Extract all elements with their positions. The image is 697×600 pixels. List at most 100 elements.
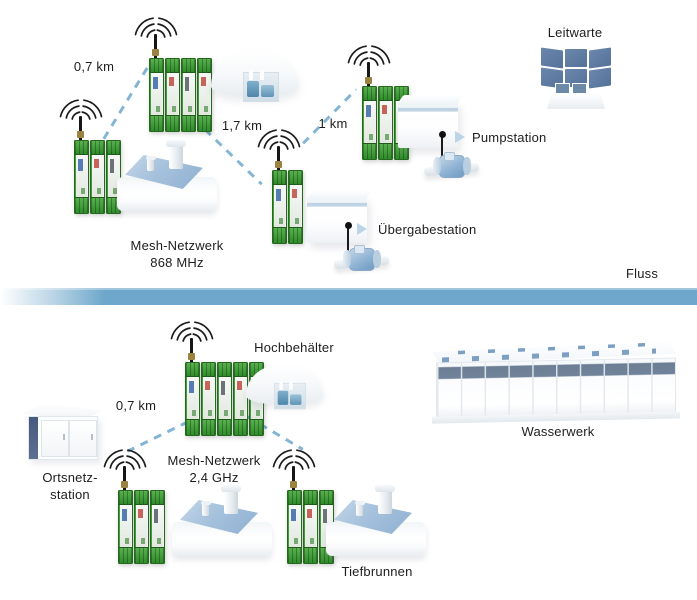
pump-valve-pumpstation — [423, 152, 480, 182]
river-band — [0, 288, 697, 305]
elevated-tank-dome — [246, 360, 324, 415]
dome-equipment — [243, 70, 279, 102]
io-module — [287, 490, 302, 564]
cabinet-door — [41, 420, 69, 457]
module-row — [74, 140, 121, 214]
screen-panel — [541, 47, 563, 69]
waterworks-facade — [436, 357, 676, 419]
control-room-label: Leitwarte — [547, 25, 603, 40]
antenna-icon — [188, 338, 195, 364]
io-module — [165, 58, 180, 132]
antenna-icon — [121, 466, 128, 492]
mesh-868-frequency: 868 MHz — [150, 255, 204, 270]
mesh-868-label: Mesh-Netzwerk 868 MHz — [117, 237, 237, 271]
river-label: Fluss — [625, 266, 659, 281]
well-vent-stub — [145, 156, 156, 171]
radio-node-a — [129, 2, 212, 132]
mesh-24-label: Mesh-Netzwerk 2,4 GHz — [154, 452, 274, 486]
io-module — [149, 58, 164, 132]
io-module — [217, 362, 232, 436]
antenna-icon — [77, 116, 84, 142]
pump-station-label: Pumpstation — [472, 130, 547, 145]
radio-waves-icon — [170, 321, 214, 342]
distance-label-lower: 0,7 km — [115, 398, 157, 413]
well-structure-left — [172, 485, 272, 556]
screen-panel — [589, 47, 611, 69]
control-room-graphic — [541, 47, 619, 131]
distance-label-3-upper: 1 km — [318, 116, 348, 131]
cabinet-door — [69, 420, 97, 457]
antenna-icon — [290, 466, 297, 492]
module-row — [118, 490, 165, 564]
radio-node-b — [54, 84, 121, 214]
well-pipe — [166, 140, 186, 169]
pump-body — [433, 152, 465, 178]
distance-label-1-upper: 0,7 km — [73, 59, 115, 74]
pump-station-connector — [438, 131, 446, 164]
well-pipe — [221, 485, 241, 514]
distance-label-2-upper: 1,7 km — [221, 118, 263, 133]
pointer-arrow-icon — [455, 131, 471, 143]
io-module — [201, 362, 216, 436]
mesh-24-frequency: 2,4 GHz — [189, 470, 239, 485]
io-module — [134, 490, 149, 564]
well-pipe — [375, 485, 395, 514]
io-module — [181, 58, 196, 132]
reservoir-dome-upper — [211, 46, 299, 108]
pump-station-building — [398, 102, 458, 148]
well-vent-stub — [354, 501, 365, 516]
io-module — [118, 490, 133, 564]
substation-label: Ortsnetz- station — [20, 469, 120, 503]
io-module — [90, 140, 105, 214]
radio-node-c — [252, 114, 306, 244]
deep-well-label: Tiefbrunnen — [341, 564, 413, 579]
radio-waves-icon — [257, 129, 301, 150]
well-structure-upper — [117, 140, 217, 211]
antenna-icon — [365, 62, 372, 88]
radio-node-d — [342, 30, 409, 160]
antenna-icon — [275, 146, 282, 172]
io-module — [288, 170, 303, 244]
module-row — [149, 58, 212, 132]
screen-panel — [589, 67, 611, 89]
io-module — [362, 86, 377, 160]
elevated-tank-label: Hochbehälter — [254, 340, 334, 355]
waterworks-label: Wasserwerk — [521, 424, 595, 439]
dome-equipment — [274, 381, 306, 410]
io-module — [185, 362, 200, 436]
well-structure-right — [326, 485, 426, 556]
monitor-wall — [541, 47, 611, 89]
io-module — [233, 362, 248, 436]
pump-valve-transfer — [333, 245, 390, 275]
operator-desk — [547, 93, 605, 109]
io-module — [272, 170, 287, 244]
screen-panel — [565, 49, 587, 67]
pump-body — [343, 245, 375, 271]
transfer-station-connector — [344, 222, 352, 253]
io-module — [150, 490, 165, 564]
io-module — [303, 490, 318, 564]
transfer-station-label: Übergabestation — [378, 222, 477, 237]
module-row — [272, 170, 303, 244]
mesh-868-name: Mesh-Netzwerk — [130, 238, 224, 253]
radio-node-f — [98, 434, 165, 564]
cabinet-body — [28, 416, 98, 460]
well-vent-stub — [200, 501, 211, 516]
radio-waves-icon — [272, 449, 316, 470]
substation-label-line1: Ortsnetz- — [42, 470, 98, 485]
screen-panel — [565, 69, 587, 87]
radio-waves-icon — [347, 45, 391, 66]
substation-cabinet — [22, 403, 106, 461]
mesh-24-name: Mesh-Netzwerk — [167, 453, 261, 468]
waterworks-building — [428, 342, 680, 426]
radio-node-g — [267, 434, 334, 564]
radio-waves-icon — [59, 99, 103, 120]
substation-label-line2: station — [50, 487, 90, 502]
radio-waves-icon — [134, 17, 178, 38]
transfer-station-building — [307, 197, 367, 243]
io-module — [74, 140, 89, 214]
radio-node-e — [165, 306, 264, 436]
io-module — [378, 86, 393, 160]
antenna-icon — [152, 34, 159, 60]
